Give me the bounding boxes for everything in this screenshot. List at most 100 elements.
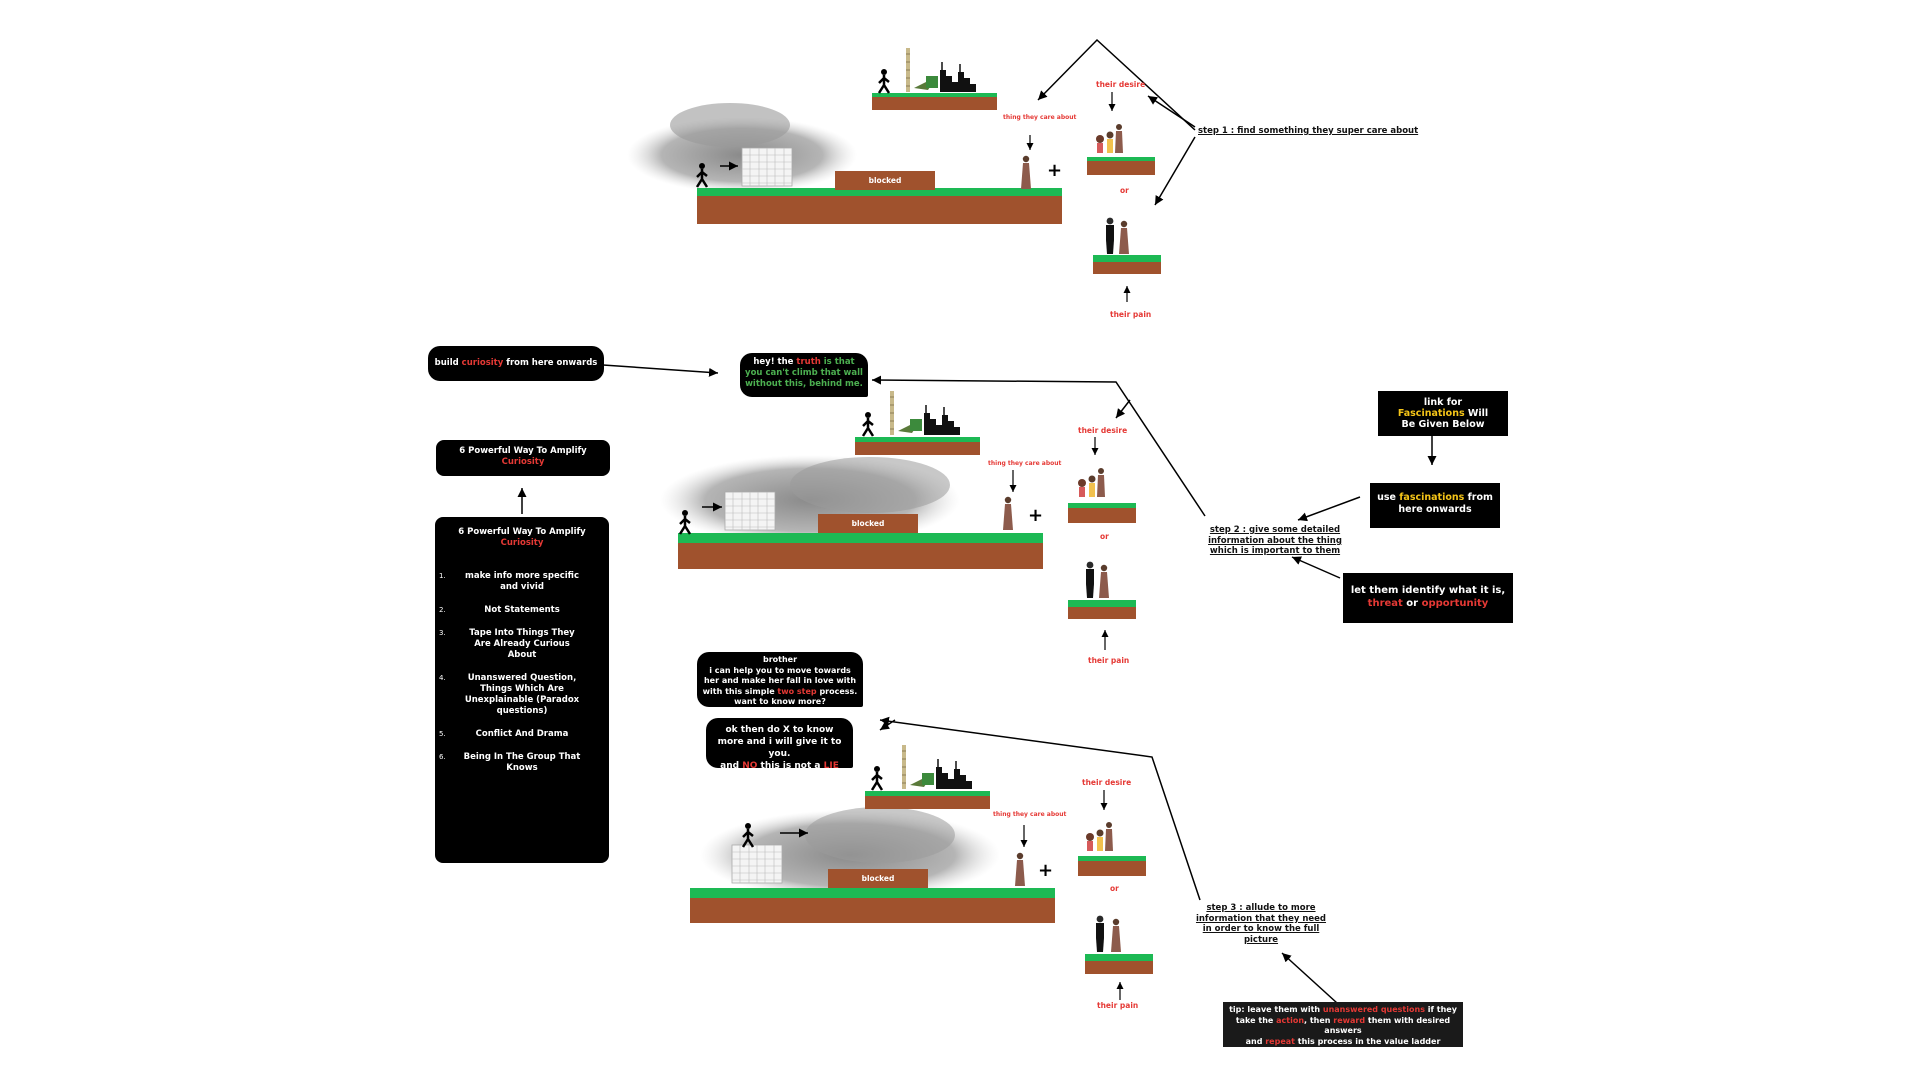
bubble-text-1: hey! the (753, 357, 797, 367)
tip-unanswered: unanswered questions (1322, 1005, 1425, 1014)
six-ways-list-item: 5. Conflict And Drama (439, 729, 605, 740)
top-blocked-label: blocked (868, 176, 902, 185)
list-item-number: 3. (439, 629, 446, 637)
step-3-label: step 3 : allude to more information that… (1186, 903, 1336, 945)
link-line3: Be Given Below (1401, 419, 1485, 430)
list-item-text: Tape Into Things They Are Already Curiou… (469, 628, 575, 660)
top-scene: + (627, 38, 1196, 302)
step-3-line3: in order to know the full (1202, 924, 1320, 934)
list-item-number: 4. (439, 674, 446, 682)
list-item-number: 1. (439, 572, 446, 580)
top-or-label: or (1120, 186, 1129, 195)
six-ways-small-line1: 6 Powerful Way To Amplify (459, 446, 587, 456)
mid-desire-label: their desire (1078, 426, 1128, 435)
tip-a6: this process in the value ladder (1294, 1036, 1441, 1046)
six-ways-list-item: 6. Being In The Group That Knows (439, 752, 605, 774)
bottom-pain-label: their pain (1097, 1001, 1139, 1010)
list-item-text: Not Statements (484, 605, 560, 615)
svg-text:+: + (1047, 160, 1062, 181)
ok-then-speech-bubble: ok then do X to know more and i will giv… (706, 718, 853, 771)
link-fascinations-box: link for Fascinations Will Be Given Belo… (1378, 391, 1508, 436)
bubble-text-2: is that you can't climb that wall withou… (745, 357, 863, 389)
mid-pain-label: their pain (1088, 656, 1130, 665)
tip-a1: tip: leave them with (1229, 1005, 1323, 1014)
tip-action: action (1276, 1015, 1305, 1025)
bubble2-lie: LIE (823, 761, 839, 771)
tip-reward: reward (1333, 1015, 1366, 1025)
build-curiosity-box: build curiosity from here onwards (428, 346, 604, 381)
six-ways-list-line2: Curiosity (500, 538, 544, 548)
tip-a4: them with desired answers (1324, 1015, 1451, 1036)
step-1-label: step 1 : find something they super care … (1198, 126, 1419, 136)
bubble1-line2: i can help you to move towards her and m… (702, 665, 857, 696)
six-ways-list-line1: 6 Powerful Way To Amplify (458, 527, 586, 537)
top-desire-label: their desire (1096, 80, 1146, 89)
tip-a3: , then (1304, 1015, 1334, 1025)
top-thing-label: thing they care about (1003, 114, 1077, 121)
tip-a2: if they take the (1235, 1005, 1457, 1025)
six-ways-list: 1. make info more specific and vivid 2. Not… (439, 571, 605, 774)
svg-text:+: + (1038, 860, 1053, 881)
mid-or-label: or (1100, 532, 1109, 541)
bubble1-line3: process. want to know more? (734, 686, 858, 707)
tip-box: tip: leave them with unanswered question… (1223, 1002, 1463, 1047)
six-ways-list-item: 2. Not Statements (439, 605, 605, 616)
use-fascinations-word: fascinations (1399, 492, 1465, 503)
list-item-number: 5. (439, 730, 446, 738)
use-rest: from here onwards (1398, 492, 1493, 515)
tip-a5: and (1245, 1036, 1266, 1046)
bubble1-line1: brother (762, 655, 798, 664)
step-2-line1: step 2 : give some detailed (1209, 525, 1341, 535)
list-item-number: 6. (439, 753, 446, 761)
blocked-block (835, 171, 935, 190)
six-ways-list-box: 6 Powerful Way To Amplify Curiosity 1. ma… (435, 517, 609, 863)
build-word: build (434, 358, 462, 368)
identify-or-word: or (1402, 598, 1422, 609)
top-pain-label: their pain (1110, 310, 1152, 319)
six-ways-list-item: 4. Unanswered Question, Things Which Are … (439, 673, 605, 717)
build-curiosity-word: curiosity (461, 358, 504, 368)
mid-thing-label: thing they care about (988, 460, 1062, 467)
six-ways-small-line2: Curiosity (501, 457, 545, 467)
link-fascinations-word: Fascinations (1397, 408, 1465, 419)
use-word: use (1377, 492, 1400, 503)
link-will-word: Will (1464, 408, 1489, 419)
identify-opportunity-word: opportunity (1421, 598, 1489, 609)
step-2-label: step 2 : give some detailed information … (1200, 525, 1350, 557)
six-ways-list-item: 1. make info more specific and vivid (439, 571, 605, 593)
bubble2-and: and (720, 761, 743, 771)
brother-speech-bubble: brother i can help you to move towards h… (697, 652, 863, 707)
six-ways-title-box: 6 Powerful Way To Amplify Curiosity (436, 440, 610, 476)
list-item-text: make info more specific and vivid (464, 571, 579, 592)
identify-line1: let them identify what it is, (1350, 585, 1506, 596)
truth-speech-bubble: hey! the truth is that you can't climb t… (740, 353, 868, 397)
bubble1-two-step: two step (777, 686, 817, 696)
step-3-line1: step 3 : allude to more (1206, 903, 1316, 913)
step-2-line3: which is important to them (1209, 546, 1341, 556)
bottom-thing-label: thing they care about (993, 811, 1067, 818)
bottom-desire-label: their desire (1082, 778, 1132, 787)
mid-blocked-label: blocked (851, 519, 885, 528)
bubble2-line1: ok then do X to know more and i will giv… (717, 725, 842, 759)
bottom-scene: + (690, 716, 1338, 1004)
bubble2-no: NO (742, 761, 758, 771)
list-item-text: Unanswered Question, Things Which Are Un… (464, 673, 580, 716)
identify-threat-box: let them identify what it is, threat or … (1343, 573, 1513, 623)
list-item-number: 2. (439, 606, 446, 614)
list-item-text: Being In The Group That Knows (463, 752, 581, 773)
bottom-blocked-label: blocked (861, 874, 895, 883)
step-3-line2: information that they need (1195, 913, 1327, 924)
svg-text:+: + (1028, 505, 1043, 526)
build-rest: from here onwards (503, 358, 598, 368)
bottom-or-label: or (1110, 884, 1119, 893)
list-item-text: Conflict And Drama (475, 729, 569, 739)
tip-repeat: repeat (1265, 1036, 1295, 1046)
bubble2-mid: this is not a (757, 761, 824, 771)
six-ways-list-item: 3. Tape Into Things They Are Already Curi… (439, 628, 605, 661)
step-3-line4: picture (1243, 934, 1279, 945)
mid-scene: + (517, 364, 1437, 650)
step-2-line2: information about the thing (1208, 535, 1342, 546)
bubble-truth-word: truth (796, 357, 821, 367)
